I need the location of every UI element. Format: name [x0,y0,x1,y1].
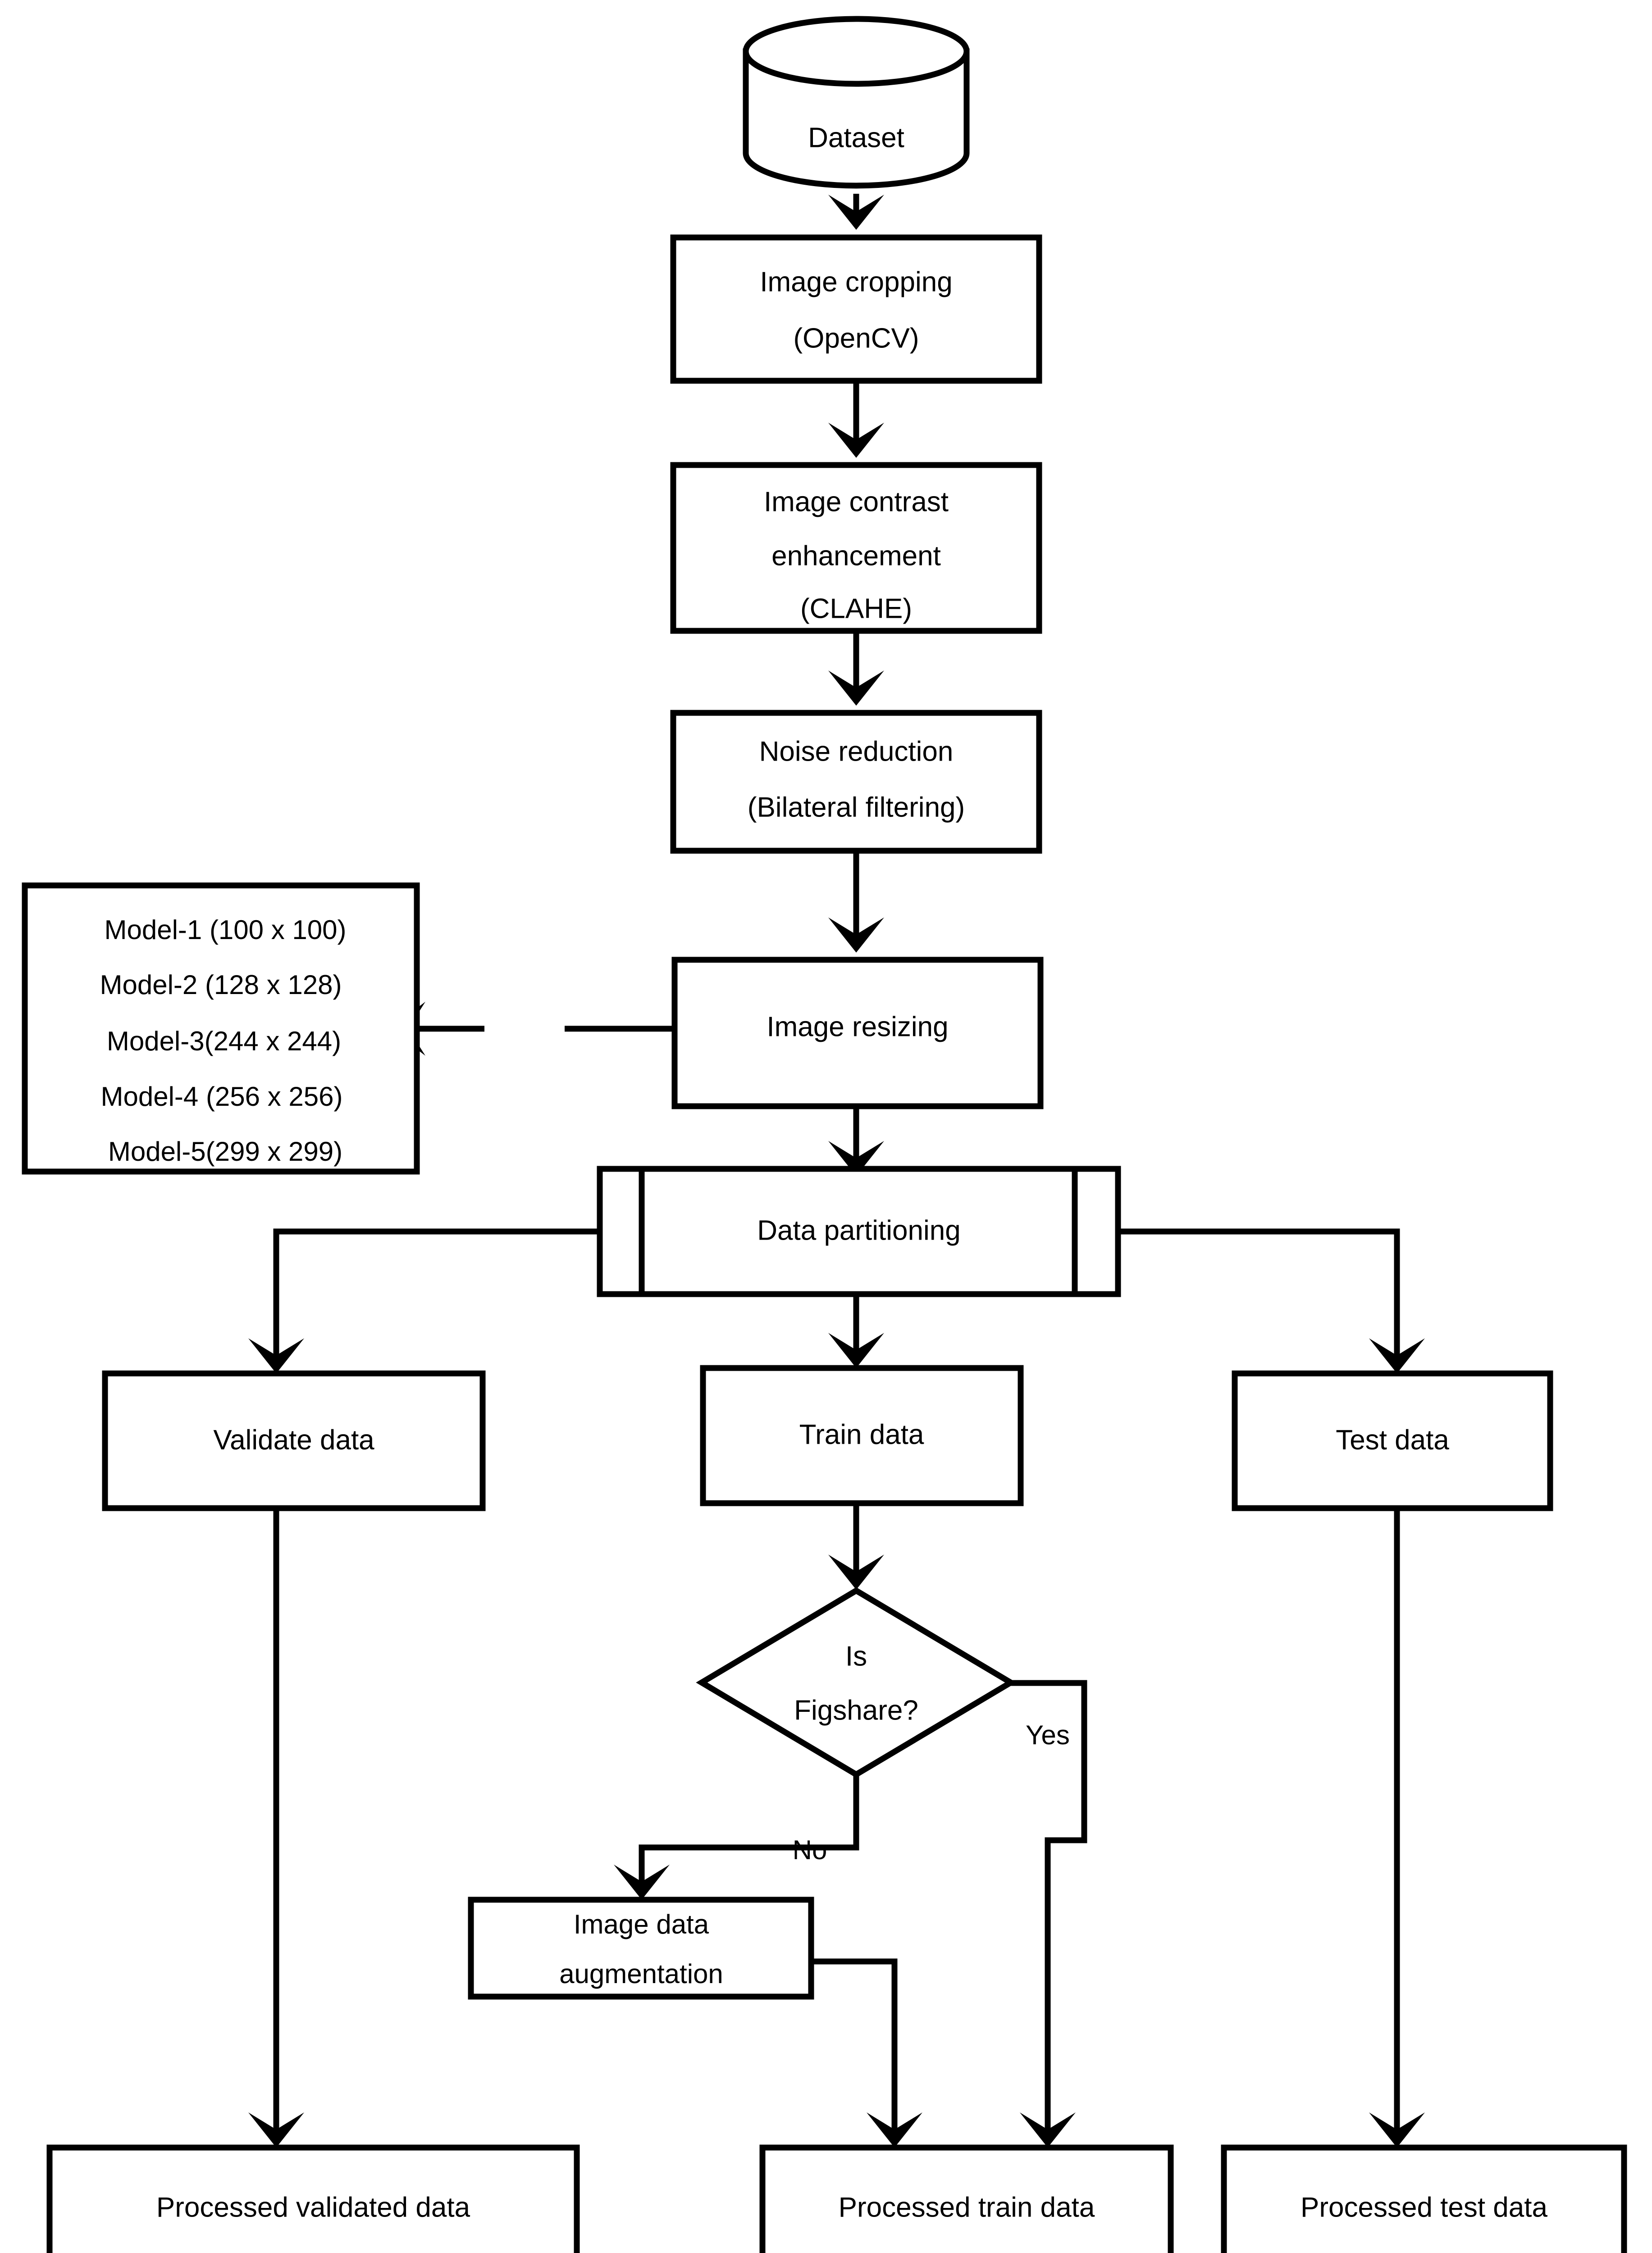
node-noise-reduction[interactable]: Noise reduction (Bilateral filtering) [670,710,1042,854]
node-noise-line1: Noise reduction [759,736,954,767]
edge-label-yes: Yes [1026,1720,1070,1750]
node-image-resizing[interactable]: Image resizing [671,957,1044,1109]
edge-cropping-to-contrast [828,381,884,458]
node-validate-data[interactable]: Validate data [102,1370,486,1511]
node-contrast-line1: Image contrast [764,486,949,517]
node-decision-line2: Figshare? [794,1695,918,1726]
node-contrast-line3: (CLAHE) [800,593,912,624]
edge-label-no: No [793,1835,827,1865]
edge-decision-no-to-augmentation [614,1771,859,1900]
node-processed-test-label: Processed test data [1301,2192,1547,2223]
edge-train-to-decision [828,1503,884,1590]
node-image-data-augmentation[interactable]: Image data augmentation [468,1897,814,2000]
model-list-item-2: Model-2 (128 x 128) [100,970,342,1000]
node-noise-line2: (Bilateral filtering) [748,792,965,823]
node-processed-train-data[interactable]: Processed train data [759,2144,1174,2253]
node-augmentation-line1: Image data [574,1909,709,1939]
edge-contrast-to-noise [828,631,884,706]
node-image-cropping-line1: Image cropping [760,266,952,297]
node-dataset-label: Dataset [808,122,904,153]
edge-decision-yes-to-processed-train [1011,1680,1087,2148]
model-list-item-3: Model-3(244 x 244) [107,1026,341,1056]
node-contrast-line2: enhancement [771,540,941,571]
edge-resizing-to-models [390,1002,675,1056]
model-list-item-1: Model-1 (100 x 100) [105,915,347,945]
node-data-partitioning[interactable]: Data partitioning [597,1166,1121,1297]
model-list-item-4: Model-4 (256 x 256) [101,1081,343,1112]
edge-dataset-to-cropping [828,194,884,230]
edge-partitioning-to-test [1118,1228,1425,1373]
edge-partitioning-to-train [828,1294,884,1368]
node-test-data-label: Test data [1336,1424,1449,1455]
node-decision-is-figshare[interactable]: Is Figshare? [696,1587,1017,1778]
edge-resizing-to-partitioning [828,1106,884,1176]
node-dataset[interactable]: Dataset [743,16,970,189]
edge-test-to-processed-test [1369,1508,1425,2148]
node-train-data-label: Train data [799,1419,924,1450]
node-decision-line1: Is [845,1641,867,1672]
node-test-data[interactable]: Test data [1232,1370,1553,1511]
node-image-resizing-label: Image resizing [767,1011,948,1042]
node-validate-data-label: Validate data [213,1424,374,1455]
node-data-partitioning-label: Data partitioning [757,1215,961,1246]
node-processed-validated-label: Processed validated data [156,2192,470,2223]
edge-partitioning-to-validate [248,1228,600,1373]
edge-augmentation-to-processed-train [811,1958,922,2148]
node-processed-test-data[interactable]: Processed test data [1221,2144,1627,2253]
edge-noise-to-resizing [828,851,884,953]
node-augmentation-line2: augmentation [559,1959,723,1989]
node-image-cropping[interactable]: Image cropping (OpenCV) [670,234,1042,384]
node-contrast-enhancement[interactable]: Image contrast enhancement (CLAHE) [670,462,1042,634]
node-train-data[interactable]: Train data [700,1365,1024,1506]
model-list-item-5: Model-5(299 x 299) [108,1136,342,1167]
edge-validate-to-processed-validated [248,1508,304,2148]
node-model-list[interactable]: Model-1 (100 x 100) Model-2 (128 x 128) … [22,882,420,1175]
node-image-cropping-line2: (OpenCV) [793,323,919,354]
node-processed-train-label: Processed train data [839,2192,1095,2223]
node-processed-validated-data[interactable]: Processed validated data [46,2144,580,2253]
